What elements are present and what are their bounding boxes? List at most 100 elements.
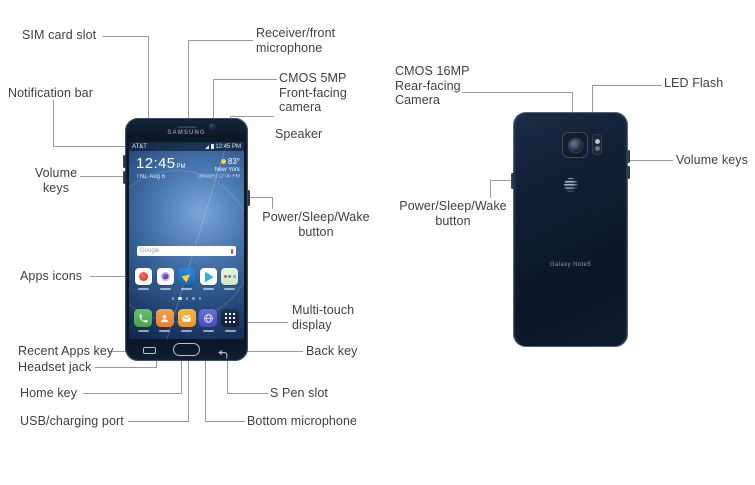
google-search-widget: Google xyxy=(137,246,236,256)
leader-line xyxy=(213,79,214,126)
signal-icon xyxy=(205,144,210,149)
leader-line xyxy=(103,36,149,37)
label-sim-card-slot: SIM card slot xyxy=(22,28,97,42)
leader-line xyxy=(628,160,673,161)
home-key-icon xyxy=(173,343,200,356)
internet-icon xyxy=(199,309,218,327)
leader-line xyxy=(490,180,514,181)
power-button-back xyxy=(511,173,514,189)
camera-app-icon xyxy=(156,268,174,285)
label-volume-keys-back: Volume keys xyxy=(676,153,748,167)
receiver-grille-icon xyxy=(177,125,197,128)
att-globe-logo xyxy=(564,178,578,192)
weather-temp: 83° xyxy=(227,157,240,166)
recent-apps-key-icon xyxy=(143,347,156,354)
apps-grid-icon xyxy=(221,309,239,327)
leader-line xyxy=(213,79,277,80)
label-apps-icons: Apps icons xyxy=(20,269,83,283)
label-notification-bar: Notification bar xyxy=(8,86,93,100)
label-usb-charging-port: USB/charging port xyxy=(20,414,124,428)
leader-line xyxy=(462,92,572,93)
phone-back-view: Galaxy Note5 xyxy=(511,112,630,347)
weather-updated: Updated 12:45 PM xyxy=(197,174,240,180)
label-headset-jack: Headset jack xyxy=(18,360,92,374)
leader-line xyxy=(205,421,245,422)
label-recent-apps-key: Recent Apps key xyxy=(18,344,114,358)
leader-line xyxy=(53,100,54,147)
leader-line xyxy=(181,360,182,394)
label-power-button-front: Power/Sleep/Wake button xyxy=(262,210,370,239)
page-indicator xyxy=(129,296,244,300)
leader-line xyxy=(83,393,181,394)
label-multi-touch-display: Multi-touch display xyxy=(292,303,355,332)
label-s-pen-slot: S Pen slot xyxy=(270,386,328,400)
leader-line xyxy=(490,180,491,198)
back-key-icon xyxy=(217,346,228,364)
battery-icon xyxy=(210,144,214,149)
email-icon xyxy=(177,309,196,327)
label-speaker: Speaker xyxy=(275,127,323,141)
leader-line xyxy=(230,116,274,117)
label-front-camera: CMOS 5MP Front-facing camera xyxy=(279,71,347,114)
rear-camera-icon xyxy=(562,132,588,158)
leader-line xyxy=(128,421,188,422)
label-rear-camera: CMOS 16MP Rear-facing Camera xyxy=(395,64,470,107)
camera-lens xyxy=(568,138,582,152)
leader-line xyxy=(80,176,124,177)
label-bottom-microphone: Bottom microphone xyxy=(247,414,358,428)
samsung-logo: SAMSUNG xyxy=(167,130,206,136)
weather-widget: 83° New York Updated 12:45 PM xyxy=(190,157,240,180)
front-camera-icon xyxy=(210,124,215,129)
app-icons-row xyxy=(129,268,244,290)
leader-line xyxy=(230,351,303,352)
flipboard-app-icon xyxy=(178,268,195,285)
sun-icon xyxy=(220,159,226,164)
notification-bar: AT&T 12:45 PM xyxy=(129,142,244,151)
volume-up-button xyxy=(123,155,126,168)
leader-line xyxy=(227,393,268,394)
statusbar-time: 12:45 PM xyxy=(215,143,241,150)
label-power-button-back: Power/Sleep/Wake button xyxy=(399,199,507,228)
label-back-key: Back key xyxy=(306,344,358,358)
phone-front-view: SAMSUNG AT&T 12:45 PM 12:45PM Thu, Aug 6… xyxy=(123,118,250,364)
label-volume-keys-front: Volume keys xyxy=(34,166,78,195)
clock-date: Thu, Aug 6 xyxy=(136,174,166,180)
leader-line xyxy=(156,360,157,368)
health-app-icon xyxy=(221,268,238,285)
label-receiver-front-microphone: Receiver/front microphone xyxy=(256,26,336,55)
leader-line xyxy=(245,322,288,323)
leader-line xyxy=(248,197,272,198)
led-flash-icon xyxy=(592,134,602,155)
leader-line xyxy=(272,197,273,209)
leader-line xyxy=(188,40,189,127)
search-provider-label: Google xyxy=(140,248,160,254)
leader-line xyxy=(592,85,593,133)
volume-up-button-back xyxy=(627,150,630,163)
leader-line xyxy=(95,367,156,368)
label-home-key: Home key xyxy=(20,386,78,400)
volume-down-button xyxy=(123,171,126,184)
red-app-icon xyxy=(135,268,152,285)
leader-line xyxy=(188,40,253,41)
leader-line xyxy=(53,146,129,147)
label-led-flash: LED Flash xyxy=(664,76,724,90)
volume-down-button-back xyxy=(627,166,630,179)
top-bezel: SAMSUNG xyxy=(125,118,248,142)
leader-line xyxy=(188,360,189,422)
clock-time: 12:45 xyxy=(136,155,176,172)
leader-line xyxy=(90,276,130,277)
leader-line xyxy=(227,360,228,394)
play-store-icon xyxy=(199,268,217,285)
contacts-icon xyxy=(155,309,174,327)
power-button xyxy=(247,190,250,206)
clock-widget: 12:45PM Thu, Aug 6 xyxy=(136,155,186,180)
galaxy-note5-label: Galaxy Note5 xyxy=(549,262,592,268)
leader-line xyxy=(148,36,149,120)
mic-icon xyxy=(230,248,233,254)
dock-icons-row xyxy=(129,309,244,332)
leader-line xyxy=(205,360,206,422)
leader-line xyxy=(592,85,662,86)
phone-icon xyxy=(134,309,152,327)
phone-screen: AT&T 12:45 PM 12:45PM Thu, Aug 6 83° New… xyxy=(129,142,244,339)
